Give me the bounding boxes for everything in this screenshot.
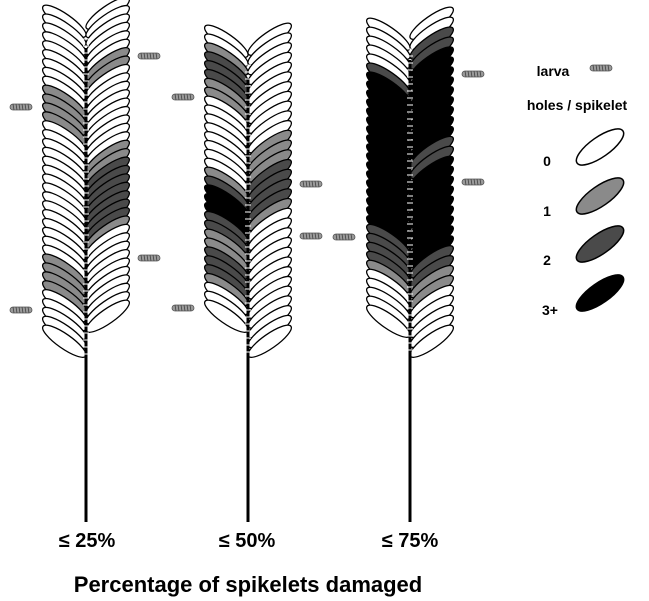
- wheat-head: [203, 22, 293, 522]
- larva-icon: [9, 306, 33, 314]
- larva-icon: [299, 180, 323, 188]
- wheat-head: [365, 6, 455, 522]
- larva-icon: [589, 64, 613, 72]
- larvae: [9, 52, 485, 314]
- legend-level-2-label: 2: [543, 252, 551, 268]
- x-axis-title: Percentage of spikelets damaged: [74, 572, 422, 597]
- wheat-heads: [41, 0, 455, 522]
- larva-icon: [299, 232, 323, 240]
- head-label-75: ≤ 75%: [382, 530, 439, 552]
- larva-icon: [137, 52, 161, 60]
- legend-swatch-1: [575, 177, 625, 215]
- larva-icon: [461, 70, 485, 78]
- legend-level-3-label: 3+: [542, 302, 558, 318]
- legend-swatch-2: [575, 225, 625, 263]
- larva-icon: [332, 233, 356, 241]
- larva-icon: [171, 93, 195, 101]
- wheat-head: [41, 0, 131, 522]
- legend-swatch-3: [575, 274, 625, 312]
- legend-level-0-label: 0: [543, 153, 551, 169]
- legend-level-1-label: 1: [543, 203, 551, 219]
- head-label-50: ≤ 50%: [219, 530, 276, 552]
- legend: larva holes / spikelet 0 1 2 3+: [527, 63, 628, 318]
- head-label-25: ≤ 25%: [59, 530, 116, 552]
- larva-icon: [171, 304, 195, 312]
- legend-larva-icon: [589, 64, 613, 72]
- legend-holes-label: holes / spikelet: [527, 97, 628, 113]
- larva-icon: [461, 178, 485, 186]
- legend-swatch-0: [575, 128, 625, 166]
- larva-icon: [137, 254, 161, 262]
- legend-larva-label: larva: [537, 63, 570, 79]
- larva-icon: [9, 103, 33, 111]
- legend-swatches: [575, 128, 625, 312]
